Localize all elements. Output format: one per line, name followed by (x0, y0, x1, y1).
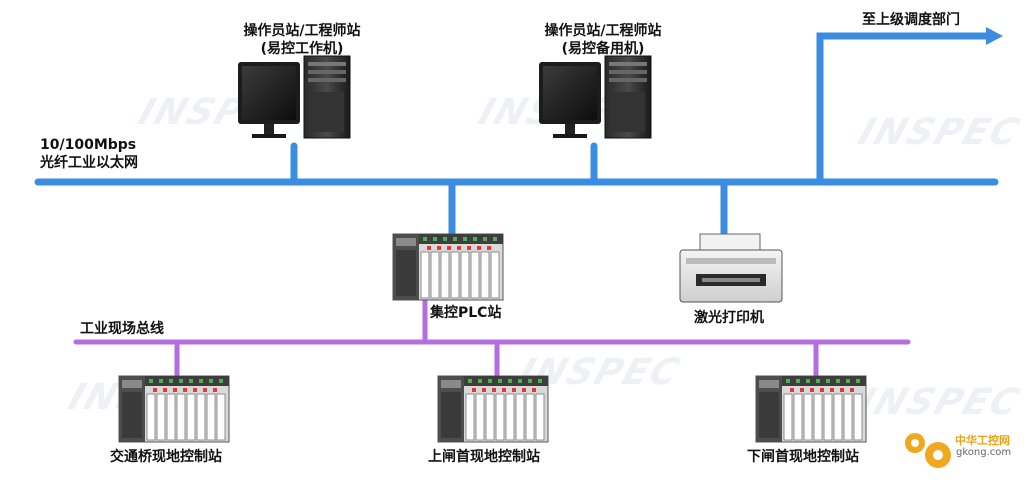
logo-name: 中华工控网 (955, 434, 1010, 447)
laser-printer (679, 233, 783, 303)
uplink-label: 至上级调度部门 (862, 12, 960, 28)
plc-central-label: 集控PLC站 (430, 305, 502, 321)
field-station-label-1: 交通桥现地控制站 (110, 449, 222, 465)
station-label-operator-backup: 操作员站/工程师站 (易控备用机) (544, 23, 662, 57)
printer-label: 激光打印机 (694, 310, 764, 326)
logo-domain: gkong.com (956, 447, 1012, 458)
ethernet-backbone (34, 32, 999, 242)
uplink-arrow (986, 27, 1003, 45)
ethernet-label: 10/100Mbps 光纤工业以太网 (40, 137, 138, 171)
operator-workstation-backup (538, 55, 652, 139)
field-station-label-2: 上闸首现地控制站 (428, 449, 540, 465)
field-station-2 (437, 375, 549, 443)
field-station-label-3: 下闸首现地控制站 (747, 449, 859, 465)
field-station-1 (118, 375, 230, 443)
plc-central-station (392, 233, 504, 301)
fieldbus-line (73, 297, 911, 381)
gear-icon (905, 433, 951, 468)
fieldbus-label: 工业现场总线 (80, 321, 164, 337)
operator-workstation-main (237, 55, 351, 139)
field-station-3 (755, 375, 867, 443)
station-label-operator-main: 操作员站/工程师站 (易控工作机) (243, 23, 361, 57)
